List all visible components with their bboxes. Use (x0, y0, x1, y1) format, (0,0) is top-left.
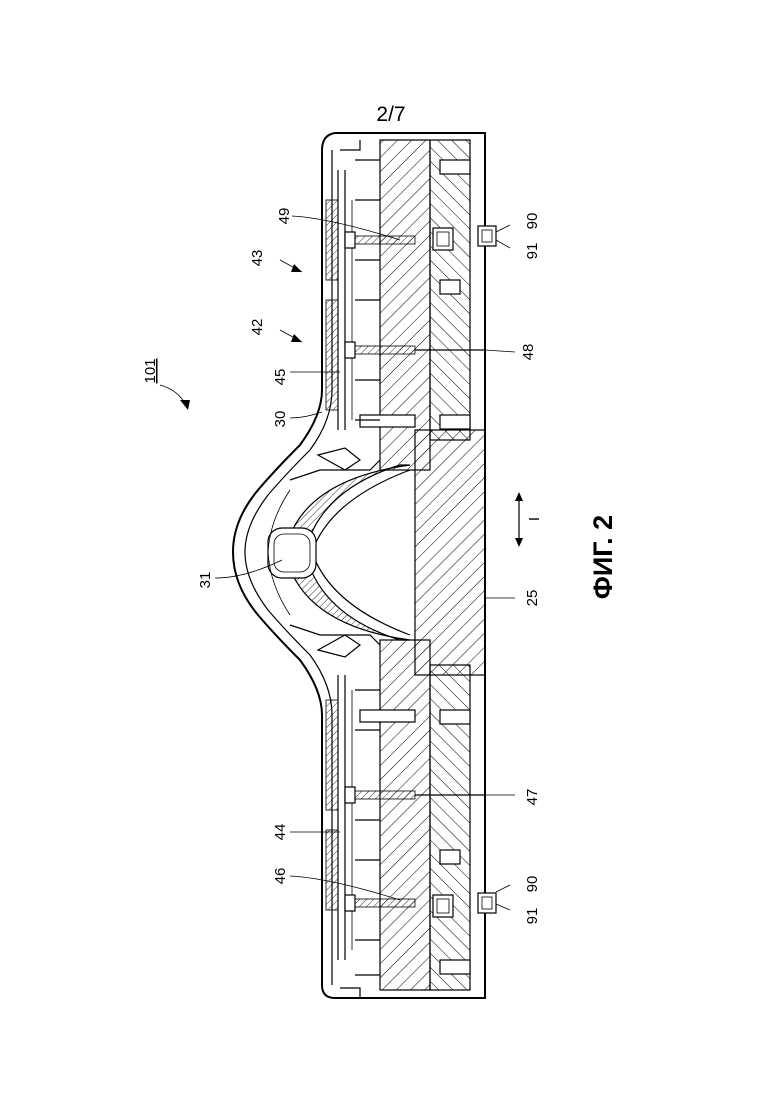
arrowhead-101 (180, 400, 190, 410)
leader-48 (485, 350, 515, 352)
label-90-bottom: 90 (524, 876, 541, 893)
leader-90-top (496, 225, 510, 232)
lower-panel-stack (326, 675, 352, 960)
label-90-top: 90 (524, 213, 541, 230)
label-direction-I: I (526, 517, 543, 521)
label-25: 25 (524, 590, 541, 607)
label-46: 46 (272, 868, 289, 885)
label-31: 31 (197, 572, 214, 589)
direction-indicator (515, 492, 523, 547)
upper-panel-stack (326, 170, 352, 430)
arrowhead-42 (291, 334, 302, 342)
housing-cells-lower (340, 690, 380, 998)
label-45: 45 (272, 369, 289, 386)
figure-caption: ФИГ. 2 (588, 515, 618, 599)
label-49: 49 (276, 208, 293, 225)
rib-lower (318, 635, 360, 657)
rib-upper (318, 448, 360, 470)
label-44: 44 (272, 824, 289, 841)
label-101: 101 (142, 358, 159, 383)
label-30: 30 (272, 411, 289, 428)
leader-91-bot (496, 904, 510, 910)
label-48: 48 (520, 344, 537, 361)
leader-91-top (496, 240, 510, 248)
label-91-bottom: 91 (524, 908, 541, 925)
label-43: 43 (249, 250, 266, 267)
label-47: 47 (524, 789, 541, 806)
leader-90-bot (496, 885, 510, 892)
arrowhead-43 (291, 264, 302, 272)
housing-cells-upper (340, 140, 380, 420)
central-element-31 (268, 528, 316, 578)
lower-frame-block (380, 640, 430, 990)
label-42: 42 (249, 319, 266, 336)
label-91-top: 91 (524, 243, 541, 260)
sheet-number: 2/7 (376, 103, 405, 126)
